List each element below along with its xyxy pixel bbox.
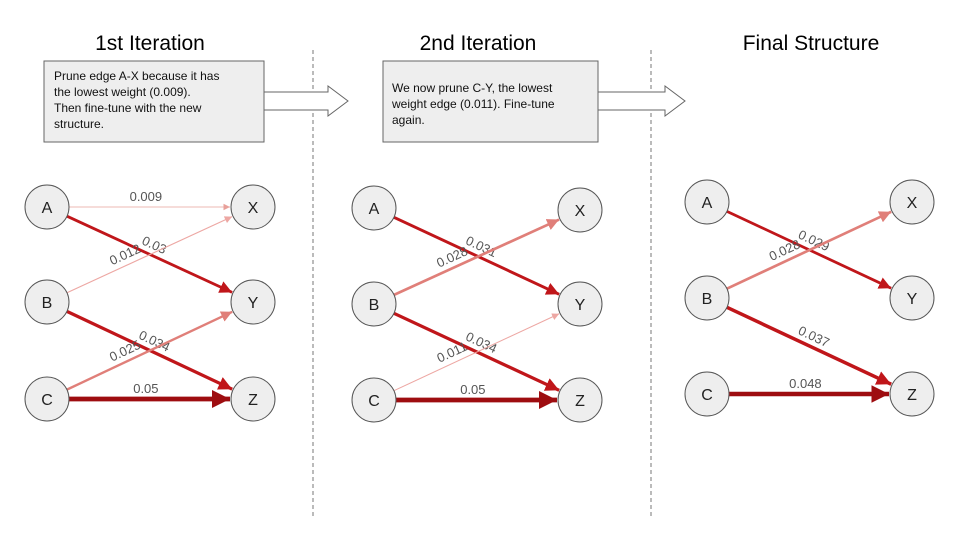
panel-title: 1st Iteration	[95, 32, 205, 55]
node-c: C	[351, 377, 397, 423]
node-label: C	[701, 387, 713, 404]
edge-weight-label: 0.037	[796, 323, 832, 350]
edge-weight-label: 0.048	[789, 376, 822, 391]
node-label: C	[368, 393, 380, 410]
node-label: A	[702, 195, 713, 212]
node-circle	[24, 184, 70, 230]
note-line: structure.	[54, 117, 104, 131]
node-b: B	[684, 275, 730, 321]
node-circle	[557, 281, 603, 327]
node-c: C	[24, 376, 70, 422]
node-z: Z	[557, 377, 603, 423]
edge-b-x	[393, 218, 560, 297]
node-label: X	[248, 200, 259, 217]
node-y: Y	[230, 279, 276, 325]
node-x: X	[889, 179, 935, 225]
node-x: X	[557, 187, 603, 233]
node-label: A	[42, 200, 53, 217]
node-label: B	[42, 295, 53, 312]
node-c: C	[684, 371, 730, 417]
node-circle	[557, 377, 603, 423]
node-circle	[684, 371, 730, 417]
edge-weight-label: 0.05	[460, 382, 485, 397]
node-circle	[230, 184, 276, 230]
node-circle	[24, 279, 70, 325]
edge-weight-label: 0.025	[107, 337, 143, 364]
node-label: Z	[575, 393, 585, 410]
note-line: We now prune C-Y, the lowest	[392, 81, 553, 95]
node-z: Z	[230, 376, 276, 422]
node-label: B	[369, 297, 380, 314]
note-1: Prune edge A-X because it has the lowest…	[43, 60, 349, 143]
edge-b-z	[726, 305, 892, 386]
node-circle	[230, 376, 276, 422]
note-line: Then fine-tune with the new	[54, 101, 202, 115]
node-label: X	[575, 203, 586, 220]
node-circle	[684, 275, 730, 321]
note-line: weight edge (0.011). Fine-tune	[391, 97, 555, 111]
edge-c-y	[66, 310, 233, 391]
node-label: Y	[248, 295, 259, 312]
node-y: Y	[557, 281, 603, 327]
next-step-arrow-icon	[597, 85, 686, 117]
node-circle	[889, 371, 935, 417]
graphs: 0.0090.030.0120.0340.0250.05ABCXYZ0.0310…	[24, 179, 935, 423]
node-a: A	[684, 179, 730, 225]
node-a: A	[351, 185, 397, 231]
edge-weight-label: 0.028	[434, 243, 470, 270]
edge-weight-label: 0.03	[140, 233, 169, 257]
note-box	[382, 60, 599, 143]
edge-weight-label: 0.028	[767, 236, 803, 263]
note-2: We now prune C-Y, the lowest weight edge…	[382, 60, 686, 143]
edge-weight-label: 0.011	[434, 339, 469, 366]
node-circle	[684, 179, 730, 225]
note-line: the lowest weight (0.009).	[54, 85, 191, 99]
node-b: B	[351, 281, 397, 327]
note-line: again.	[392, 113, 425, 127]
node-z: Z	[889, 371, 935, 417]
node-label: Z	[248, 392, 258, 409]
node-label: Y	[575, 297, 586, 314]
node-circle	[557, 187, 603, 233]
edge-c-y	[393, 313, 560, 392]
node-circle	[351, 185, 397, 231]
node-x: X	[230, 184, 276, 230]
edge-b-x	[726, 210, 892, 290]
node-b: B	[24, 279, 70, 325]
node-circle	[351, 377, 397, 423]
edge-weight-label: 0.012	[107, 241, 143, 268]
node-label: A	[369, 201, 380, 218]
node-y: Y	[889, 275, 935, 321]
node-label: X	[907, 195, 918, 212]
edge-weight-label: 0.05	[133, 381, 158, 396]
node-circle	[351, 281, 397, 327]
node-circle	[889, 179, 935, 225]
panel-title: 2nd Iteration	[420, 32, 537, 55]
note-line: Prune edge A-X because it has	[54, 69, 219, 83]
edge-b-x	[66, 216, 233, 294]
node-label: Z	[907, 387, 917, 404]
node-circle	[24, 376, 70, 422]
node-label: C	[41, 392, 53, 409]
note-box	[43, 60, 265, 143]
node-circle	[889, 275, 935, 321]
node-circle	[230, 279, 276, 325]
node-a: A	[24, 184, 70, 230]
edge-weight-label: 0.009	[130, 189, 163, 204]
node-label: Y	[907, 291, 918, 308]
node-label: B	[702, 291, 713, 308]
panel-title: Final Structure	[743, 32, 880, 55]
next-step-arrow-icon	[263, 85, 349, 117]
